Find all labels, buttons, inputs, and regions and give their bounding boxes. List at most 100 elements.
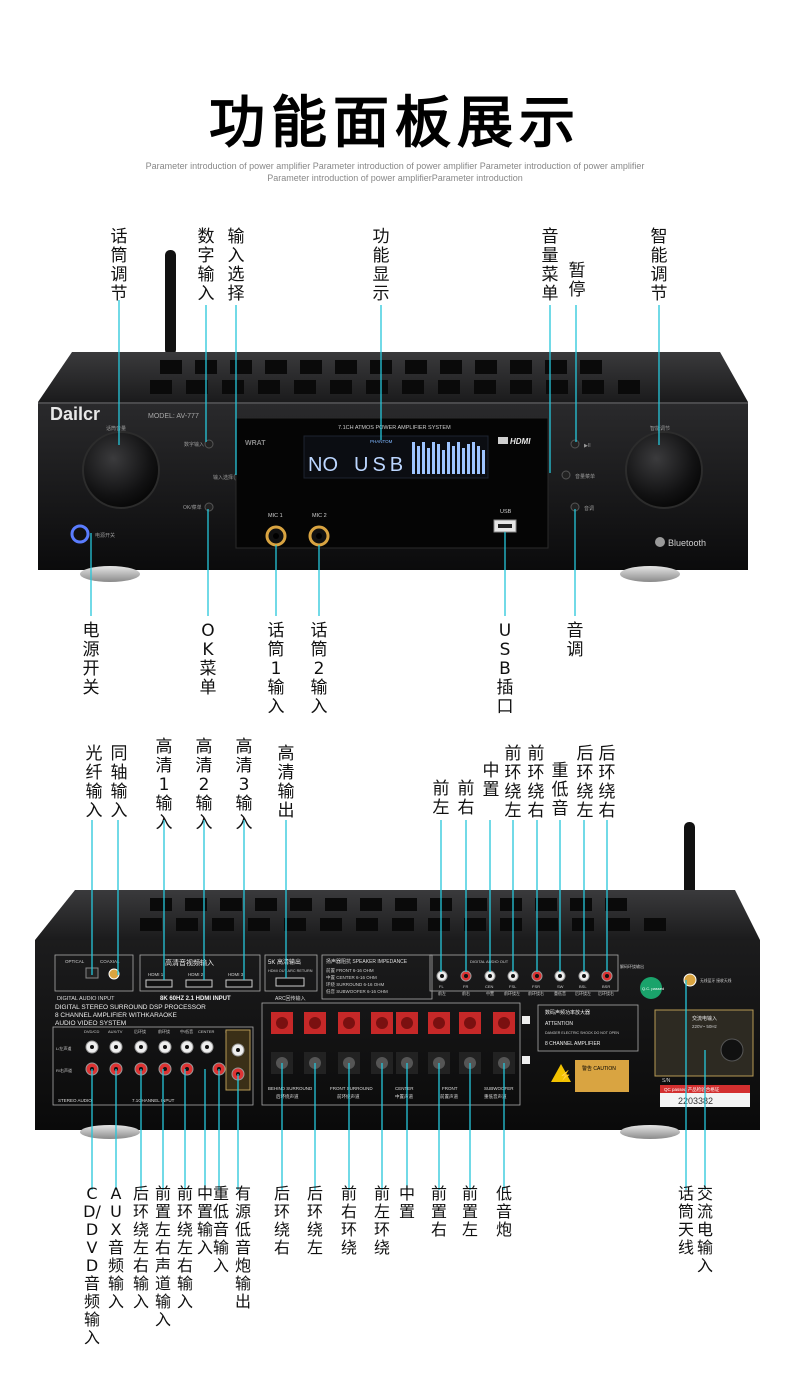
minus-sign: [522, 1056, 530, 1064]
smart-adjust-text: 智能调节: [650, 425, 670, 432]
desc-line-1: DIGITAL STEREO SURROUND DSP PROCESSOR: [55, 1004, 206, 1011]
out-label: FL: [439, 984, 444, 989]
spk-group-cn: 重低音声道: [484, 1093, 507, 1100]
mic-volume-knob[interactable]: [82, 431, 160, 509]
mic-volume-text: 话筒音量: [106, 425, 126, 432]
rear-top-vents: [140, 898, 666, 931]
label-mic1-input: 话筒1输入: [267, 621, 285, 717]
power-button[interactable]: [70, 524, 90, 544]
hdmi-logo: HDMI: [510, 437, 531, 446]
hdmi3-text: HDMI 3: [228, 972, 244, 977]
bluetooth-text: Bluetooth: [668, 538, 706, 548]
coaxial-port[interactable]: [108, 968, 120, 980]
qc-line-text: QC passed 产品检验合格证: [664, 1086, 720, 1093]
arc-text: ARC回传输入: [275, 995, 306, 1002]
sn-number: 2203382: [678, 1096, 713, 1106]
label-spk-center: 中置: [398, 1184, 415, 1221]
warning-box: [537, 1004, 639, 1052]
warning-channel: 8 CHANNEL AMPLIFIER: [545, 1041, 601, 1047]
label-coaxial-input: 同轴输入: [110, 744, 128, 821]
out-label: FSR: [532, 984, 540, 989]
hdmi2-port[interactable]: [185, 979, 213, 988]
label-subwoofer-input: 重低音输入: [212, 1184, 229, 1275]
tone-text: 音调: [584, 505, 594, 512]
ok-menu-text: OK/菜单: [183, 504, 202, 511]
spk-group-label: BEHIND SURROUND: [268, 1086, 313, 1091]
antenna-connector[interactable]: [683, 973, 697, 987]
hdmi-out-port[interactable]: [275, 977, 305, 987]
label-input-select: 输入选择: [227, 227, 245, 304]
spk-group-cn: 前置声道: [440, 1093, 458, 1100]
rca-group-label: CENTER: [198, 1029, 215, 1034]
pause-button[interactable]: [570, 439, 580, 449]
optical-text: OPTICAL: [65, 959, 85, 964]
rca-group-label: 前环绕: [158, 1028, 170, 1034]
rear-panel: OPTICAL COAXIAL DIGITAL AUDIO INPUT 高清音视…: [35, 820, 760, 1190]
out-cn-label: 中置: [486, 990, 494, 996]
ac-power-inlet[interactable]: [720, 1038, 744, 1062]
label-spk-subwoofer: 低音炮: [495, 1184, 512, 1239]
digital-input-text: 数字输入: [184, 441, 204, 448]
label-mic2-input: 话筒2输入: [310, 621, 328, 717]
label-aux-input: AUX音频输入: [107, 1184, 124, 1311]
channel-input-text: 7.1CHANNEL INPUT: [132, 1098, 175, 1103]
label-spk-rear-left: 后环绕左: [306, 1184, 323, 1257]
rca-input-jacks[interactable]: [85, 1040, 226, 1076]
mic2-text: MIC 2: [312, 513, 327, 519]
power-text: 电源开关: [95, 532, 115, 539]
hdmi1-port[interactable]: [145, 979, 173, 988]
out-label: FSL: [509, 984, 517, 989]
rca-left-text: L/左声道: [56, 1045, 71, 1051]
volume-menu-text: 音量菜单: [575, 473, 595, 480]
label-front-surround-right: 前环绕右: [527, 744, 545, 821]
impedance-box: [321, 954, 433, 1000]
display-tag: PHANTOM: [370, 439, 393, 444]
hdmi3-port[interactable]: [225, 979, 253, 988]
hdmi-input-text: 8K 60HZ 2.1 HDMI INPUT: [160, 996, 231, 1002]
bt-antenna-text: 无线蓝牙 接收天线: [700, 978, 732, 983]
vu-meter: [412, 442, 485, 474]
preamp-out-jacks[interactable]: [436, 970, 613, 982]
out-label: BSL: [579, 984, 587, 989]
warning-attention: ATTENTION: [545, 1021, 573, 1027]
label-front-surround-left: 前环绕左: [504, 744, 522, 821]
front-panel: Dailcr MODEL: AV-777 话筒音量 智能调节 电源开关 数字输入…: [38, 250, 748, 616]
rca-group-label: 后环绕: [134, 1028, 146, 1034]
display-text-left: NO: [308, 454, 338, 476]
rca-right-text: R/右声道: [56, 1067, 72, 1073]
label-hdmi-output: 高清输出: [277, 744, 295, 821]
speaker-terminals[interactable]: [271, 1012, 515, 1074]
smart-adjust-knob[interactable]: [625, 431, 703, 509]
decode-text: 解码环绕输出: [620, 963, 644, 969]
label-rear-surround-right: 后环绕右: [598, 744, 616, 821]
hdmi-group-text: 高清音视频输入: [165, 958, 214, 967]
out-label: BSR: [602, 984, 610, 989]
ok-menu-button[interactable]: [204, 502, 214, 512]
ac-spec-text: 220V~ 50Hz: [692, 1024, 718, 1029]
label-active-sub-out: 有源低音炮输出: [234, 1184, 251, 1311]
label-front-lr-input: 前置左右声道输入: [154, 1184, 171, 1329]
plus-sign: [522, 1016, 530, 1024]
volume-menu-button[interactable]: [561, 470, 571, 480]
label-hdmi3-input: 高清3输入: [235, 737, 253, 833]
impedance-title: 扬声器阻抗 SPEAKER IMPEDANCE: [326, 958, 408, 965]
label-rear-surround-lr-input: 后环绕左右输入: [132, 1184, 149, 1311]
input-select-text: 输入选择: [213, 474, 233, 481]
digital-audio-input-text: DIGITAL AUDIO INPUT: [57, 996, 115, 1002]
system-title-text: 7.1CH ATMOS POWER AMPLIFIER SYSTEM: [338, 425, 451, 431]
speaker-terminal-box: [261, 1002, 521, 1106]
label-ac-input: 交流电输入: [696, 1184, 713, 1275]
label-optical-input: 光纤输入: [85, 744, 103, 821]
qc-text: Q.C. passed: [642, 986, 664, 991]
digital-input-button[interactable]: [204, 439, 214, 449]
label-mic-adjust: 话筒调节: [110, 227, 128, 304]
qc-badge: [640, 977, 662, 999]
display-text-mid: USB: [354, 454, 407, 476]
label-center: 中置: [482, 761, 500, 800]
out-cn-label: 前环绕右: [528, 990, 544, 996]
usb-text: USB: [500, 509, 512, 515]
hdmi2-text: HDMI 2: [188, 972, 204, 977]
bluetooth-icon: [655, 537, 665, 547]
desc-line-3: AUDIO VIDEO SYSTEM: [55, 1020, 126, 1027]
label-rear-surround-left: 后环绕左: [576, 744, 594, 821]
